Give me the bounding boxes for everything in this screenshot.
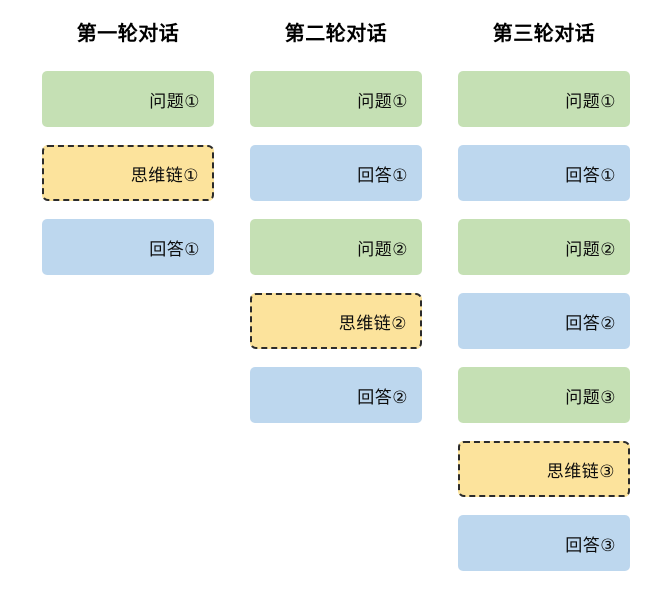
- box-answer: 回答①: [250, 145, 422, 201]
- box-stack-2: 问题① 回答① 问题② 思维链② 回答②: [250, 71, 422, 423]
- box-question: 问题①: [250, 71, 422, 127]
- box-chain-of-thought: 思维链②: [250, 293, 422, 349]
- box-answer: 回答②: [458, 293, 630, 349]
- box-stack-3: 问题① 回答① 问题② 回答② 问题③ 思维链③ 回答③: [458, 71, 630, 571]
- box-question: 问题②: [458, 219, 630, 275]
- box-question: 问题①: [458, 71, 630, 127]
- column-title-3: 第三轮对话: [492, 21, 596, 45]
- dialogue-column-1: 第一轮对话 问题① 思维链① 回答①: [42, 0, 214, 293]
- dialogue-column-2: 第二轮对话 问题① 回答① 问题② 思维链② 回答②: [250, 0, 422, 441]
- box-answer: 回答②: [250, 367, 422, 423]
- box-answer: 回答③: [458, 515, 630, 571]
- box-question: 问题①: [42, 71, 214, 127]
- box-chain-of-thought: 思维链③: [458, 441, 630, 497]
- box-stack-1: 问题① 思维链① 回答①: [42, 71, 214, 275]
- box-question: 问题③: [458, 367, 630, 423]
- box-answer: 回答①: [42, 219, 214, 275]
- box-chain-of-thought: 思维链①: [42, 145, 214, 201]
- column-title-1: 第一轮对话: [76, 21, 180, 45]
- box-question: 问题②: [250, 219, 422, 275]
- dialogue-column-3: 第三轮对话 问题① 回答① 问题② 回答② 问题③ 思维链③ 回答③: [458, 0, 630, 589]
- box-answer: 回答①: [458, 145, 630, 201]
- column-title-2: 第二轮对话: [284, 21, 388, 45]
